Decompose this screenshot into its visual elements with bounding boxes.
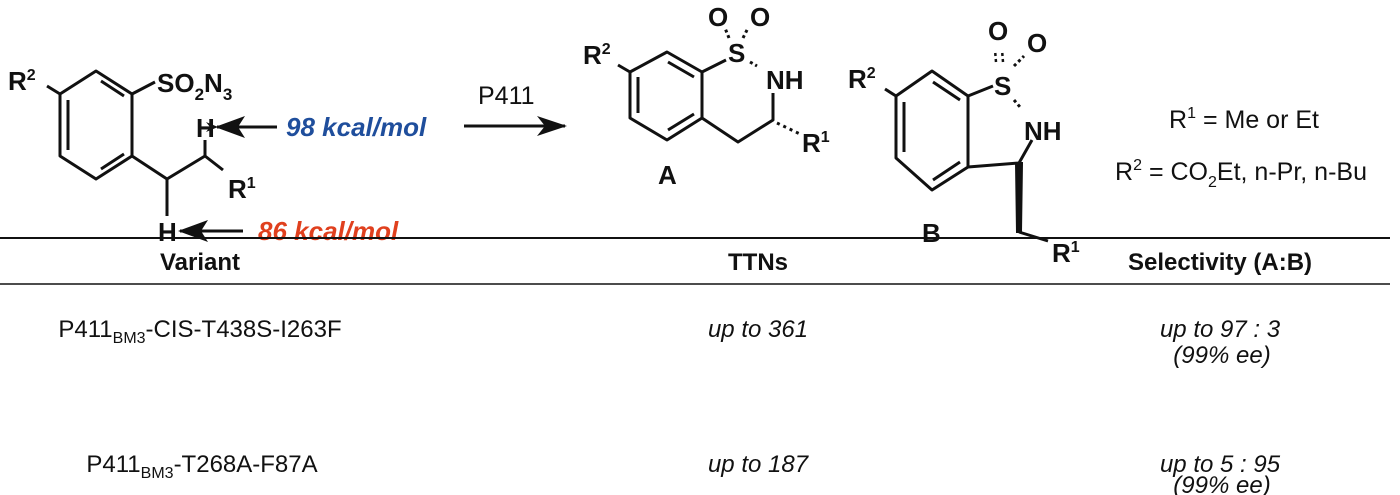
variant-cell: P411BM3-CIS-T438S-I263F <box>58 316 341 347</box>
bde-top-label: 98 kcal/mol <box>286 112 427 142</box>
b-r2-label: R2 <box>848 64 876 94</box>
a-o-label: O <box>750 2 770 32</box>
b-o-label: O <box>1027 28 1047 58</box>
arrowhead-icon <box>178 220 208 242</box>
a-nh-label: NH <box>766 65 804 95</box>
bde-bottom-label: 86 kcal/mol <box>258 216 399 246</box>
starting-material: R2 SO2N3 H H R1 <box>8 66 256 247</box>
product-b-label: B <box>922 218 941 248</box>
reagent-label: P411 <box>478 82 535 110</box>
ee-cell: (99% ee) <box>1173 342 1270 369</box>
selectivity-cell: up to 5 : 95 <box>1160 451 1281 478</box>
sm-h-bottom: H <box>158 217 177 247</box>
b-o-label: O <box>988 16 1008 46</box>
a-o-label: O <box>708 2 728 32</box>
arrowhead-icon <box>215 116 245 138</box>
ee-cell: (99% ee) <box>1173 472 1270 495</box>
product-a-label: A <box>658 160 677 190</box>
ttn-cell: up to 187 <box>708 451 810 478</box>
b-r1-label: R1 <box>1052 238 1080 268</box>
results-table: Variant TTNs Selectivity (A:B) P411BM3-C… <box>0 237 1390 495</box>
header-ttns: TTNs <box>728 249 788 276</box>
header-variant: Variant <box>160 249 240 276</box>
legend-r1: R1 = Me or Et <box>1169 105 1319 134</box>
a-s-label: S <box>728 38 745 68</box>
a-r1-label: R1 <box>802 128 830 158</box>
ttn-cell: up to 361 <box>708 316 808 343</box>
sm-r1-label: R1 <box>228 174 256 204</box>
b-s-label: S <box>994 71 1011 101</box>
sm-r2-label: R2 <box>8 66 36 96</box>
table-row: P411BM3-T268A-F87A up to 187 up to 5 : 9… <box>86 451 1280 495</box>
legend-r2: R2 = CO2Et, n-Pr, n-Bu <box>1115 157 1367 191</box>
sm-h-top: H <box>196 113 215 143</box>
product-a: R2 S O O NH R1 A <box>583 2 830 190</box>
variant-cell: P411BM3-T268A-F87A <box>86 451 317 482</box>
a-r2-label: R2 <box>583 40 611 70</box>
selectivity-cell: up to 97 : 3 <box>1160 316 1281 343</box>
table-row: P411BM3-CIS-T438S-I263F up to 361 up to … <box>58 316 1280 369</box>
sm-so2n3-label: SO2N3 <box>157 68 232 104</box>
b-nh-label: NH <box>1024 116 1062 146</box>
product-b: R2 S O O NH R1 B <box>848 16 1080 268</box>
header-selectivity: Selectivity (A:B) <box>1128 249 1312 276</box>
